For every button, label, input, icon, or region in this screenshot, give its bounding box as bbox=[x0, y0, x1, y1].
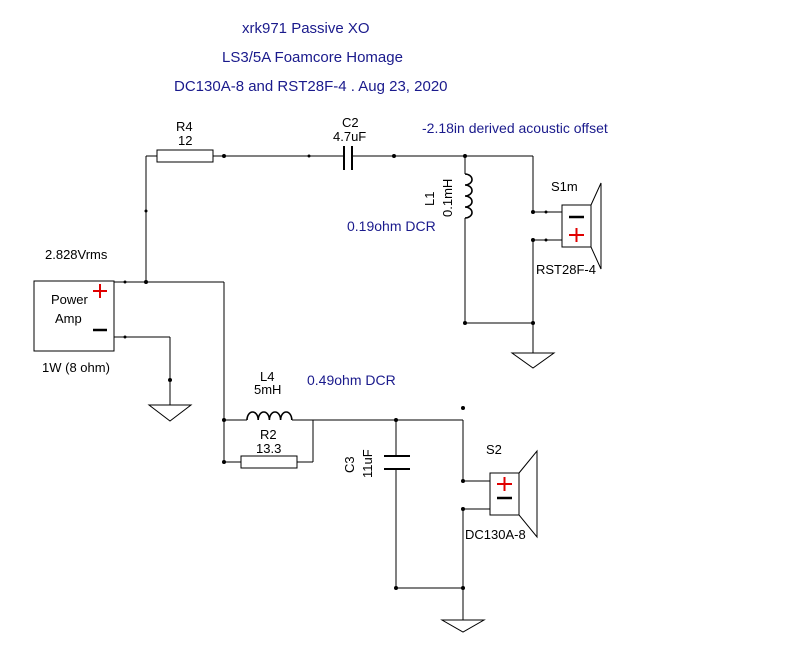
title-line-3: DC130A-8 and RST28F-4 . Aug 23, 2020 bbox=[174, 78, 448, 95]
acoustic-offset-note: -2.18in derived acoustic offset bbox=[422, 120, 608, 136]
ground-symbol-amp bbox=[147, 404, 193, 422]
s1m-speaker-icon bbox=[561, 182, 602, 270]
l4-ref-label: L4 bbox=[260, 369, 275, 384]
s2-ref-label: S2 bbox=[486, 442, 502, 457]
c2-value-label: 4.7uF bbox=[333, 129, 367, 144]
c2-capacitor-symbol bbox=[338, 146, 358, 170]
title-line-1: xrk971 Passive XO bbox=[242, 20, 370, 37]
ground-symbol-tweeter bbox=[510, 352, 556, 369]
r2-ref-label: R2 bbox=[260, 427, 277, 442]
c3-capacitor-symbol bbox=[384, 455, 410, 470]
l4-inductor-symbol bbox=[246, 411, 293, 421]
l1-dcr-note: 0.19ohm DCR bbox=[347, 218, 436, 234]
l1-value-label: 0.1mH bbox=[440, 178, 455, 217]
r2-resistor-symbol bbox=[240, 455, 298, 469]
source-power-label: 1W (8 ohm) bbox=[42, 360, 110, 375]
s2-speaker-icon bbox=[489, 449, 538, 539]
l1-inductor-symbol bbox=[464, 173, 473, 219]
source-voltage-label: 2.828Vrms bbox=[45, 247, 108, 262]
s1m-model-label: RST28F-4 bbox=[536, 262, 596, 277]
c3-value-label: 11uF bbox=[360, 449, 375, 478]
s2-model-label: DC130A-8 bbox=[465, 527, 526, 542]
l4-dcr-note: 0.49ohm DCR bbox=[307, 372, 396, 388]
junction-dots bbox=[123, 154, 548, 590]
c3-ref-label: C3 bbox=[342, 456, 357, 473]
power-amp-label-line1: Power bbox=[51, 292, 88, 307]
power-amp-label-line2: Amp bbox=[55, 311, 82, 326]
c2-ref-label: C2 bbox=[342, 115, 359, 130]
circuit-wires bbox=[114, 155, 562, 620]
ground-symbol-woofer bbox=[440, 619, 486, 633]
l1-ref-label: L1 bbox=[422, 191, 437, 206]
r4-ref-label: R4 bbox=[176, 119, 193, 134]
r4-resistor-symbol bbox=[156, 149, 214, 163]
l4-value-label: 5mH bbox=[254, 382, 282, 397]
r2-value-label: 13.3 bbox=[256, 441, 282, 456]
r4-value-label: 12 bbox=[178, 133, 193, 148]
s1m-ref-label: S1m bbox=[551, 179, 578, 194]
amp-plus-terminal-icon bbox=[93, 284, 107, 298]
title-line-2: LS3/5A Foamcore Homage bbox=[222, 49, 403, 66]
